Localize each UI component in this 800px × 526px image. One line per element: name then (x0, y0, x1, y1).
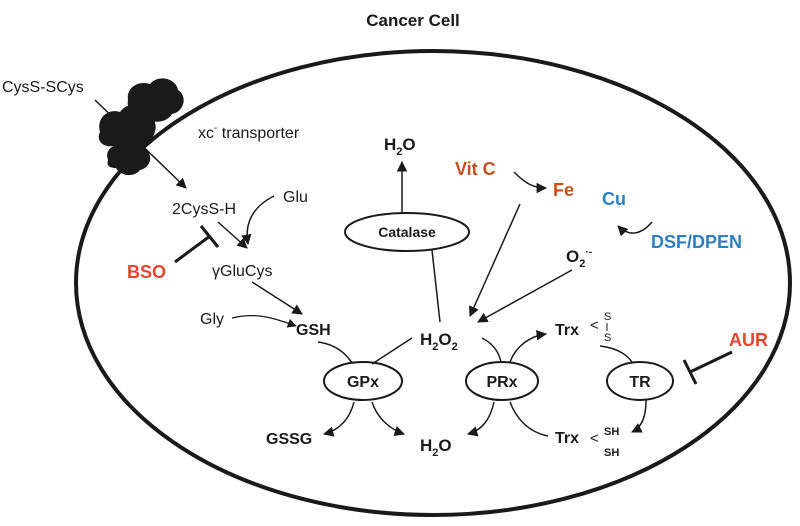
dsf-dpen-label: DSF/DPEN (651, 232, 742, 252)
aur-inhibition-bar (682, 359, 698, 385)
tr-enzyme (606, 361, 674, 401)
glu-label: Glu (283, 189, 308, 206)
gpx-enzyme (323, 361, 403, 401)
trx-s-bottom: S (604, 332, 611, 344)
gly-arrow (231, 314, 297, 328)
trx-red-to-prx-line (509, 401, 549, 437)
gpx-label: GPx (347, 374, 379, 391)
prx-to-trx-arrow (509, 329, 548, 363)
glu-arrow (241, 195, 275, 246)
trx-bracket-top: < (590, 317, 599, 334)
h2o2-to-gpx-line (371, 337, 413, 365)
cu-label: Cu (602, 189, 626, 209)
cystine-import-arrow (94, 99, 187, 189)
fe-to-h2o2-arrow (469, 203, 521, 317)
prx-to-h2o-arrow (466, 401, 495, 437)
aur-label: AUR (729, 330, 768, 350)
trx-sh-bottom: SH (604, 447, 619, 459)
trx-bracket-bottom: < (590, 430, 599, 447)
cell-title: Cancer Cell (366, 11, 460, 30)
fe-label: Fe (553, 180, 574, 200)
cysteine-label: 2CysS-H (172, 201, 236, 218)
cysteine-to-glucys-arrow (217, 221, 248, 249)
trx-oxidized-label: Trx (555, 322, 579, 339)
gsh-label: GSH (296, 322, 331, 339)
trx-reduced-label: Trx (555, 430, 579, 447)
cell-membrane (74, 49, 792, 517)
h2o-bottom-label: H2O (420, 436, 452, 459)
catalase-label: Catalase (378, 224, 436, 240)
tr-to-trx-arrow (631, 399, 647, 433)
glucys-label: γGluCys (212, 263, 272, 280)
gly-label: Gly (200, 311, 224, 328)
bso-inhibition-bar (199, 225, 220, 248)
aur-inhibition-line (689, 350, 733, 374)
transporter-label: xc- transporter (198, 123, 300, 142)
cu-dsf-arrow (617, 221, 653, 237)
cystine-label: CysS-SCys (2, 79, 84, 96)
vitc-fe-arrow (513, 171, 548, 194)
trx-s-top: S (604, 311, 611, 323)
superoxide-to-h2o2-arrow (477, 269, 573, 323)
bso-label: BSO (127, 262, 166, 282)
catalase-enzyme (344, 212, 470, 252)
vitc-label: Vit C (455, 159, 496, 179)
bso-inhibition-line (174, 234, 211, 264)
gssg-label: GSSG (266, 431, 312, 448)
gpx-to-h2o-arrow (371, 401, 405, 436)
h2o2-to-catalase-line (431, 249, 441, 323)
superoxide-label: O2·- (566, 247, 592, 270)
glucys-to-gsh-arrow (251, 281, 303, 315)
gpx-to-gssg-arrow (322, 401, 355, 437)
prx-enzyme (465, 361, 539, 401)
trx-sh-top: SH (604, 426, 619, 438)
prx-label: PRx (486, 374, 517, 391)
tr-label: TR (629, 374, 651, 391)
h2o2-label: H2O2 (420, 330, 458, 353)
h2o-top-label: H2O (384, 135, 416, 158)
